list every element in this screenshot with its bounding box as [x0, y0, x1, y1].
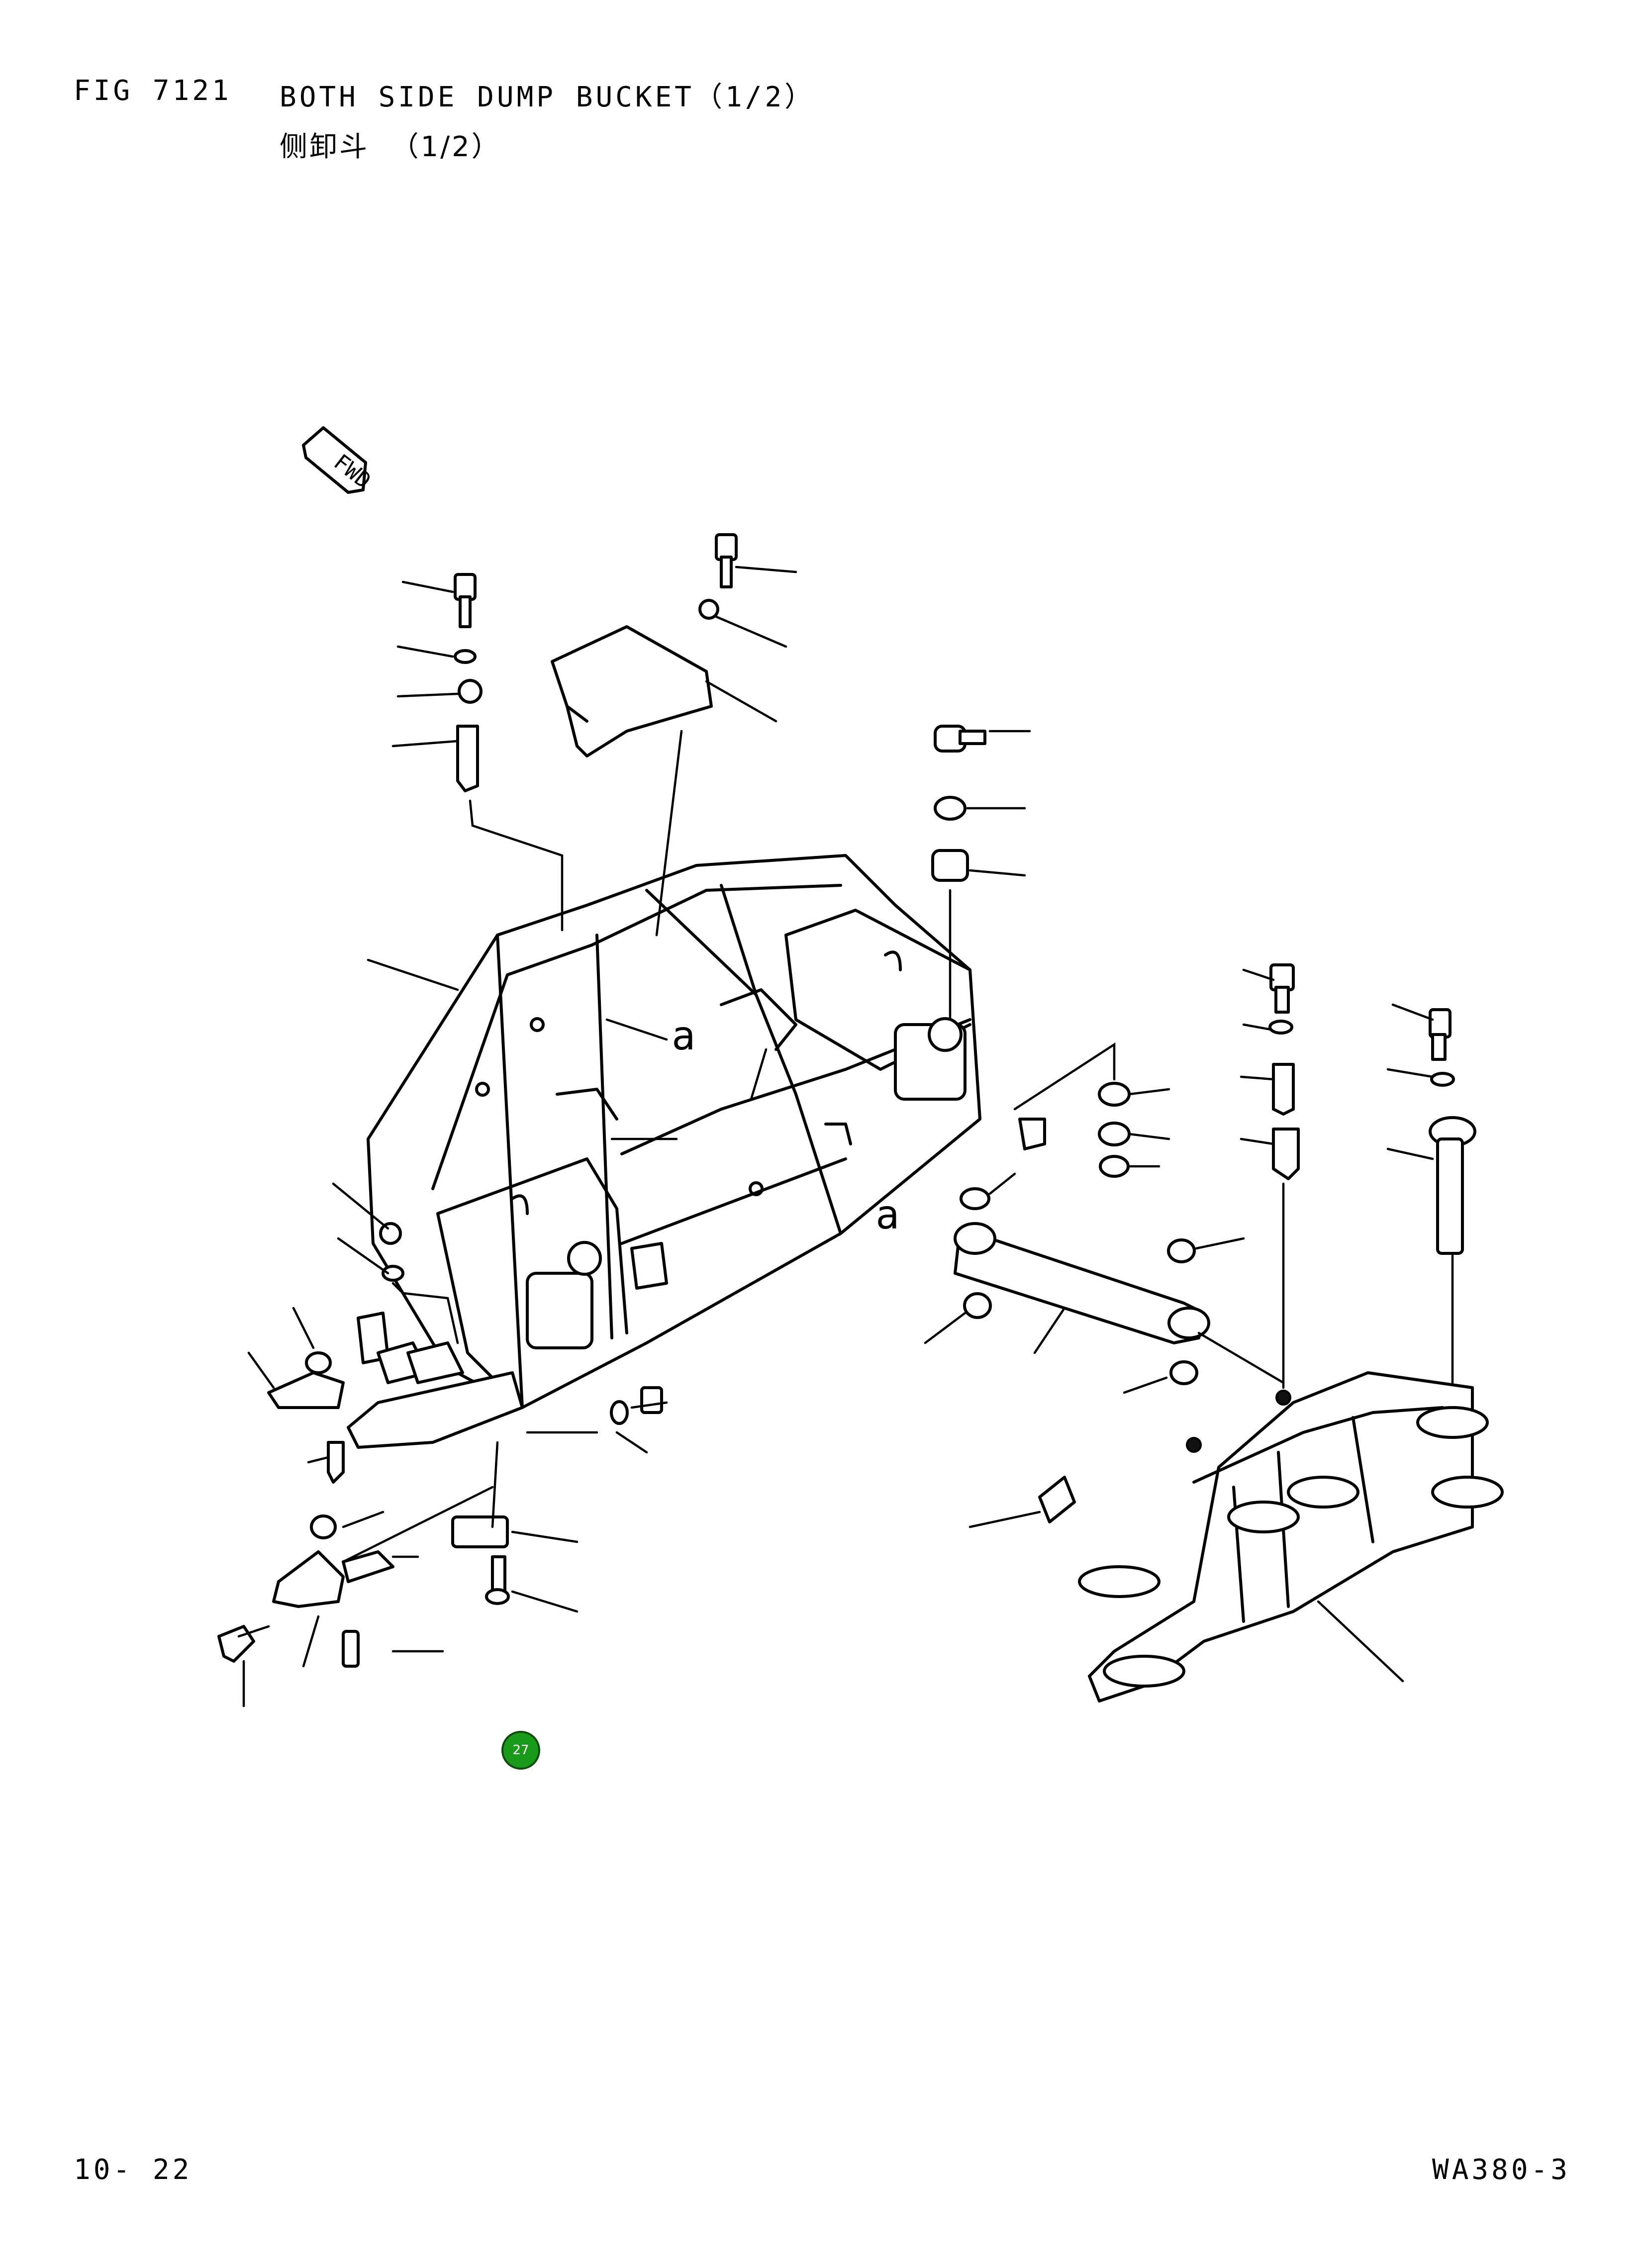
callout-label-a: a [875, 1192, 899, 1238]
link-rod [954, 1222, 1210, 1344]
figure-subtitle: 侧卸斗 （1/2） [280, 131, 501, 163]
model-number: WA380-3 [1432, 2154, 1570, 2186]
pivot-assembly [1038, 1371, 1504, 1702]
leader-lines [237, 566, 1454, 1707]
bucket-frame [367, 854, 981, 1409]
callout-label-a: a [672, 1013, 695, 1059]
forward-arrow-icon: FWD [302, 426, 376, 494]
hotspot-marker[interactable]: 27 [501, 1731, 540, 1770]
forward-mark-text: FWD [329, 449, 376, 493]
figure-number: FIG 7121 [74, 75, 232, 107]
figure-title: BOTH SIDE DUMP BUCKET（1/2） [280, 81, 816, 113]
pins-and-bolts [217, 533, 1476, 1668]
cover-plate [551, 625, 713, 757]
cutting-edge-assembly [267, 1312, 524, 1608]
page-number: 10- 22 [74, 2154, 193, 2186]
